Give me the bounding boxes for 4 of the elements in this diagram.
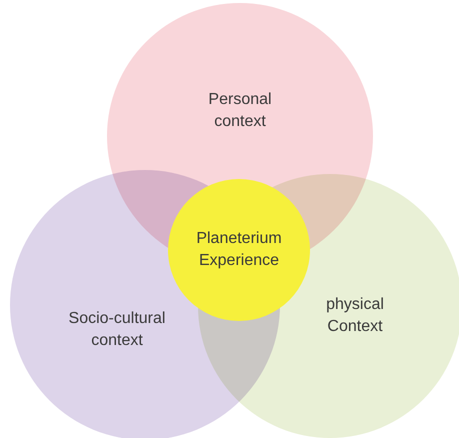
circle-label: physical Context xyxy=(325,295,385,337)
circle-label: Personal context xyxy=(207,90,273,132)
circle-label: Planeterium Experience xyxy=(195,229,283,271)
circle-label: Socio-cultural context xyxy=(68,309,166,351)
